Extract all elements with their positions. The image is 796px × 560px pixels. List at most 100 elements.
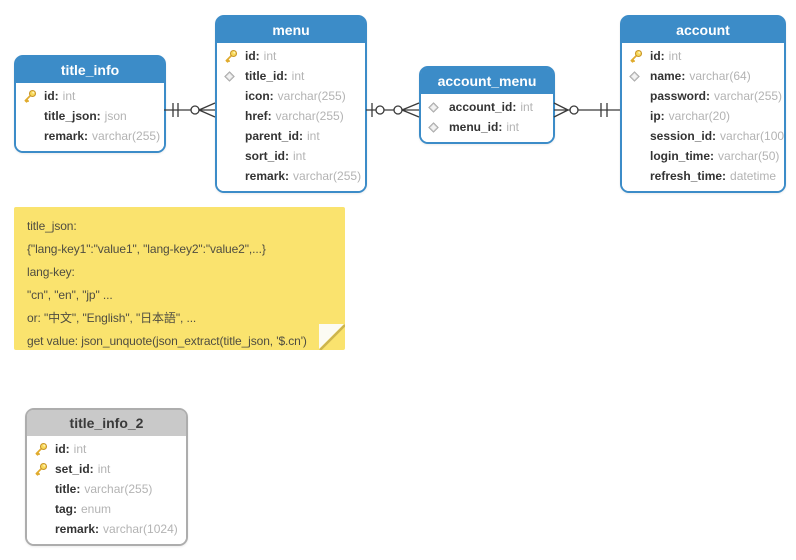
field-type: int: [506, 120, 520, 134]
field-type: int: [62, 89, 76, 103]
sticky-note[interactable]: title_json: {"lang-key1":"value1", "lang…: [14, 207, 345, 350]
field-type: varchar(255): [293, 169, 362, 183]
table-menu-header[interactable]: menu: [217, 17, 365, 43]
field-name: password:: [650, 89, 711, 103]
note-line: get value: json_unquote(json_extract(tit…: [27, 334, 307, 348]
field-row-remark[interactable]: remark:varchar(255): [16, 126, 164, 146]
relationship-account_menu-account[interactable]: [553, 98, 620, 122]
field-type: int: [291, 69, 305, 83]
field-type: varchar(255): [92, 129, 161, 143]
field-name: id:: [44, 89, 59, 103]
note-line: title_json:: [27, 219, 77, 233]
field-row-sort_id[interactable]: sort_id:int: [217, 146, 365, 166]
field-type: varchar(1024): [103, 522, 178, 536]
field-name: ip:: [650, 109, 665, 123]
field-row-id[interactable]: id:int: [217, 46, 365, 66]
field-name: title:: [55, 482, 81, 496]
field-name: menu_id:: [449, 120, 503, 134]
field-row-remark[interactable]: remark:varchar(255): [217, 166, 365, 186]
field-type: int: [97, 462, 111, 476]
note-line: lang-key:: [27, 265, 75, 279]
field-row-set_id[interactable]: set_id:int: [27, 459, 186, 479]
table-title_info-header[interactable]: title_info: [16, 57, 164, 83]
primary-key-icon: [34, 442, 55, 456]
field-row-login_time[interactable]: login_time:varchar(50): [622, 146, 784, 166]
field-row-title_id[interactable]: title_id:int: [217, 66, 365, 86]
field-row-tag[interactable]: tag: enum: [27, 499, 186, 519]
field-type: enum: [81, 502, 112, 516]
field-type: varchar(255): [275, 109, 344, 123]
field-name: tag:: [55, 502, 77, 516]
field-name: href:: [245, 109, 272, 123]
relationship-menu-account_menu[interactable]: [366, 98, 420, 122]
foreign-key-icon: [629, 70, 650, 82]
field-row-account_id[interactable]: account_id:int: [421, 97, 553, 117]
table-account-header[interactable]: account: [622, 17, 784, 43]
field-row-title[interactable]: title:varchar(255): [27, 479, 186, 499]
field-name: icon:: [245, 89, 274, 103]
field-row-href[interactable]: href:varchar(255): [217, 106, 365, 126]
field-type: int: [293, 149, 306, 163]
relationship-title_info-menu[interactable]: [164, 98, 216, 122]
field-name: remark:: [55, 522, 100, 536]
field-name: refresh_time:: [650, 169, 727, 183]
field-row-id[interactable]: id:int: [16, 86, 164, 106]
field-row-id[interactable]: id:int: [27, 439, 186, 459]
field-row-refresh_time[interactable]: refresh_time:datetime: [622, 166, 784, 186]
field-row-password[interactable]: password:varchar(255): [622, 86, 784, 106]
field-type: int: [668, 49, 682, 63]
field-name: remark:: [44, 129, 89, 143]
field-name: sort_id:: [245, 149, 290, 163]
field-name: remark:: [245, 169, 290, 183]
field-row-id[interactable]: id:int: [622, 46, 784, 66]
field-type: int: [307, 129, 320, 143]
field-name: id:: [245, 49, 260, 63]
field-type: varchar(50): [718, 149, 780, 163]
table-account_menu-header[interactable]: account_menu: [421, 68, 553, 94]
note-line: "cn", "en", "jp" ...: [27, 288, 113, 302]
field-type: varchar(255): [84, 482, 153, 496]
field-row-remark[interactable]: remark:varchar(1024): [27, 519, 186, 539]
table-title: title_info_2: [69, 415, 144, 431]
foreign-key-icon: [224, 70, 245, 82]
field-type: varchar(20): [668, 109, 731, 123]
table-title: account: [676, 22, 730, 38]
field-row-icon[interactable]: icon:varchar(255): [217, 86, 365, 106]
field-row-menu_id[interactable]: menu_id:int: [421, 117, 553, 137]
field-name: set_id:: [55, 462, 94, 476]
foreign-key-icon: [428, 101, 449, 113]
field-name: account_id:: [449, 100, 517, 114]
table-title_info_2-header[interactable]: title_info_2: [27, 410, 186, 436]
foreign-key-icon: [428, 121, 449, 133]
primary-key-icon: [224, 49, 245, 63]
field-type: varchar(64): [689, 69, 751, 83]
field-name: parent_id:: [245, 129, 304, 143]
field-type: int: [520, 100, 534, 114]
field-name: id:: [55, 442, 70, 456]
note-line: or: "中文", "English", "日本語", ...: [27, 311, 197, 325]
table-title: title_info: [60, 62, 120, 78]
note-folded-corner-icon: [319, 324, 345, 350]
field-row-ip[interactable]: ip:varchar(20): [622, 106, 784, 126]
field-type: varchar(255): [277, 89, 346, 103]
field-row-session_id[interactable]: session_id:varchar(100): [622, 126, 784, 146]
note-line: {"lang-key1":"value1", "lang-key2":"valu…: [27, 242, 266, 256]
field-name: title_id:: [245, 69, 288, 83]
field-type: datetime: [730, 169, 777, 183]
field-name: session_id:: [650, 129, 717, 143]
field-row-title_json[interactable]: title_json:json: [16, 106, 164, 126]
field-row-name[interactable]: name:varchar(64): [622, 66, 784, 86]
field-row-parent_id[interactable]: parent_id:int: [217, 126, 365, 146]
field-type: int: [263, 49, 277, 63]
field-type: int: [73, 442, 87, 456]
